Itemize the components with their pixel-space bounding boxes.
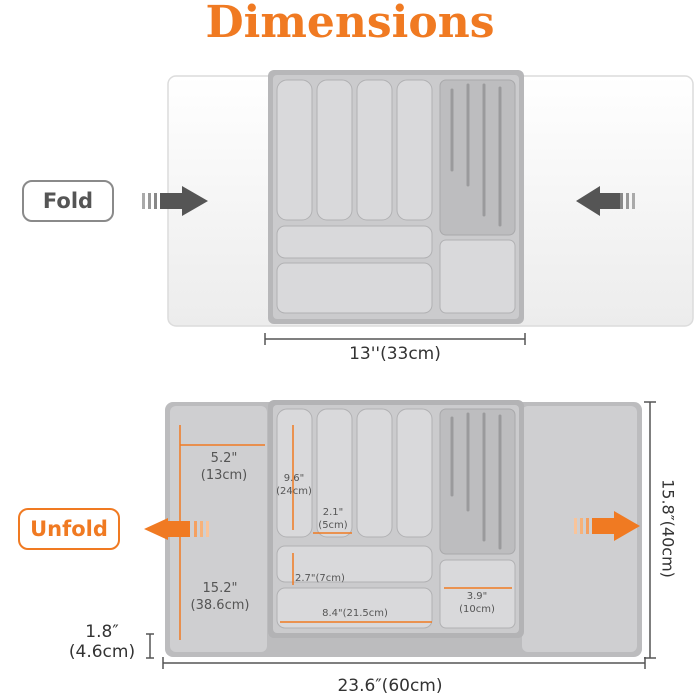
side-width-metric: (13cm) <box>200 468 248 483</box>
fold-label: Fold <box>22 180 114 222</box>
small-width-metric: (10cm) <box>459 604 495 615</box>
tray-length-text: 8.4"(21.5cm) <box>322 608 388 619</box>
slot-width-value: 2.1" <box>322 507 344 518</box>
side-width-value: 5.2" <box>210 451 238 466</box>
side-depth-label: 15.2" (38.6cm) <box>184 580 256 614</box>
unfolded-organizer <box>165 400 642 657</box>
slot-length-metric: (24cm) <box>276 486 312 497</box>
slot-length-label: 9.6" (24cm) <box>274 472 314 498</box>
tray-depth-text: 2.7"(7cm) <box>295 573 345 584</box>
slot-width-label: 2.1" (5cm) <box>313 506 353 532</box>
unfold-outer-lines <box>146 401 656 669</box>
fold-arrow-right <box>576 186 635 216</box>
slot-width-metric: (5cm) <box>318 520 348 531</box>
small-width-value: 3.9" <box>466 591 488 602</box>
height-label: 1.8″ (4.6cm) <box>62 622 142 662</box>
side-depth-metric: (38.6cm) <box>190 598 250 613</box>
total-width-text: 23.6″(60cm) <box>337 676 443 696</box>
height-value: 1.8″ <box>85 622 119 642</box>
fold-width-line <box>264 333 526 345</box>
page-title: Dimensions <box>205 0 495 48</box>
slot-length-value: 9.6" <box>283 473 305 484</box>
total-depth-text: 15.8″(40cm) <box>658 479 678 578</box>
fold-arrow-left <box>142 186 208 216</box>
side-width-label: 5.2" (13cm) <box>188 450 260 484</box>
side-depth-value: 15.2" <box>202 581 238 596</box>
orange-measure-lines <box>179 425 512 640</box>
height-metric: (4.6cm) <box>68 642 136 662</box>
unfold-arrow-left <box>144 518 209 540</box>
folded-organizer <box>167 70 694 327</box>
unfold-label: Unfold <box>18 508 120 550</box>
unfold-arrow-right <box>574 511 640 541</box>
small-compartment-label: 3.9" (10cm) <box>452 590 502 616</box>
fold-width-text: 13''(33cm) <box>349 344 441 364</box>
